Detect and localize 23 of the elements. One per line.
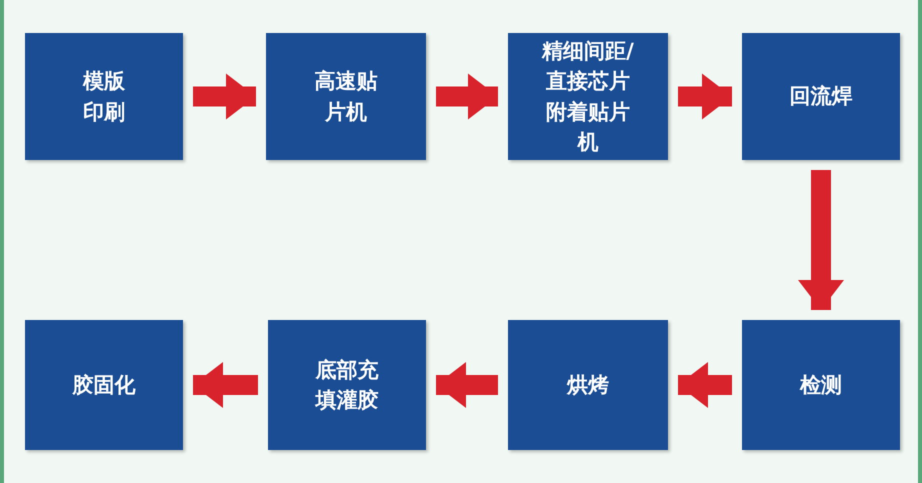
process-box [25, 33, 183, 160]
process-box [268, 320, 426, 450]
process-box [25, 320, 183, 450]
step-label: 胶固化 [71, 372, 136, 399]
arrow [436, 74, 498, 120]
step-label: 模版印刷 [82, 68, 126, 126]
arrow [678, 74, 732, 120]
step-label: 精细间距/直接芯片附着贴片机 [540, 38, 635, 156]
step-label: 高速贴片机 [314, 68, 378, 126]
process-box [742, 33, 900, 160]
arrow [436, 362, 498, 408]
step-label: 回流焊 [788, 83, 854, 110]
process-box [508, 320, 668, 450]
process-box [266, 33, 426, 160]
arrow [798, 170, 844, 310]
arrow [193, 74, 256, 120]
process-box [508, 33, 668, 160]
step-label: 烘烤 [566, 372, 610, 399]
arrow [193, 362, 258, 408]
step-label: 底部充填灌胶 [314, 356, 380, 414]
arrow [678, 362, 732, 408]
step-label: 检测 [798, 372, 843, 399]
process-box [742, 320, 900, 450]
